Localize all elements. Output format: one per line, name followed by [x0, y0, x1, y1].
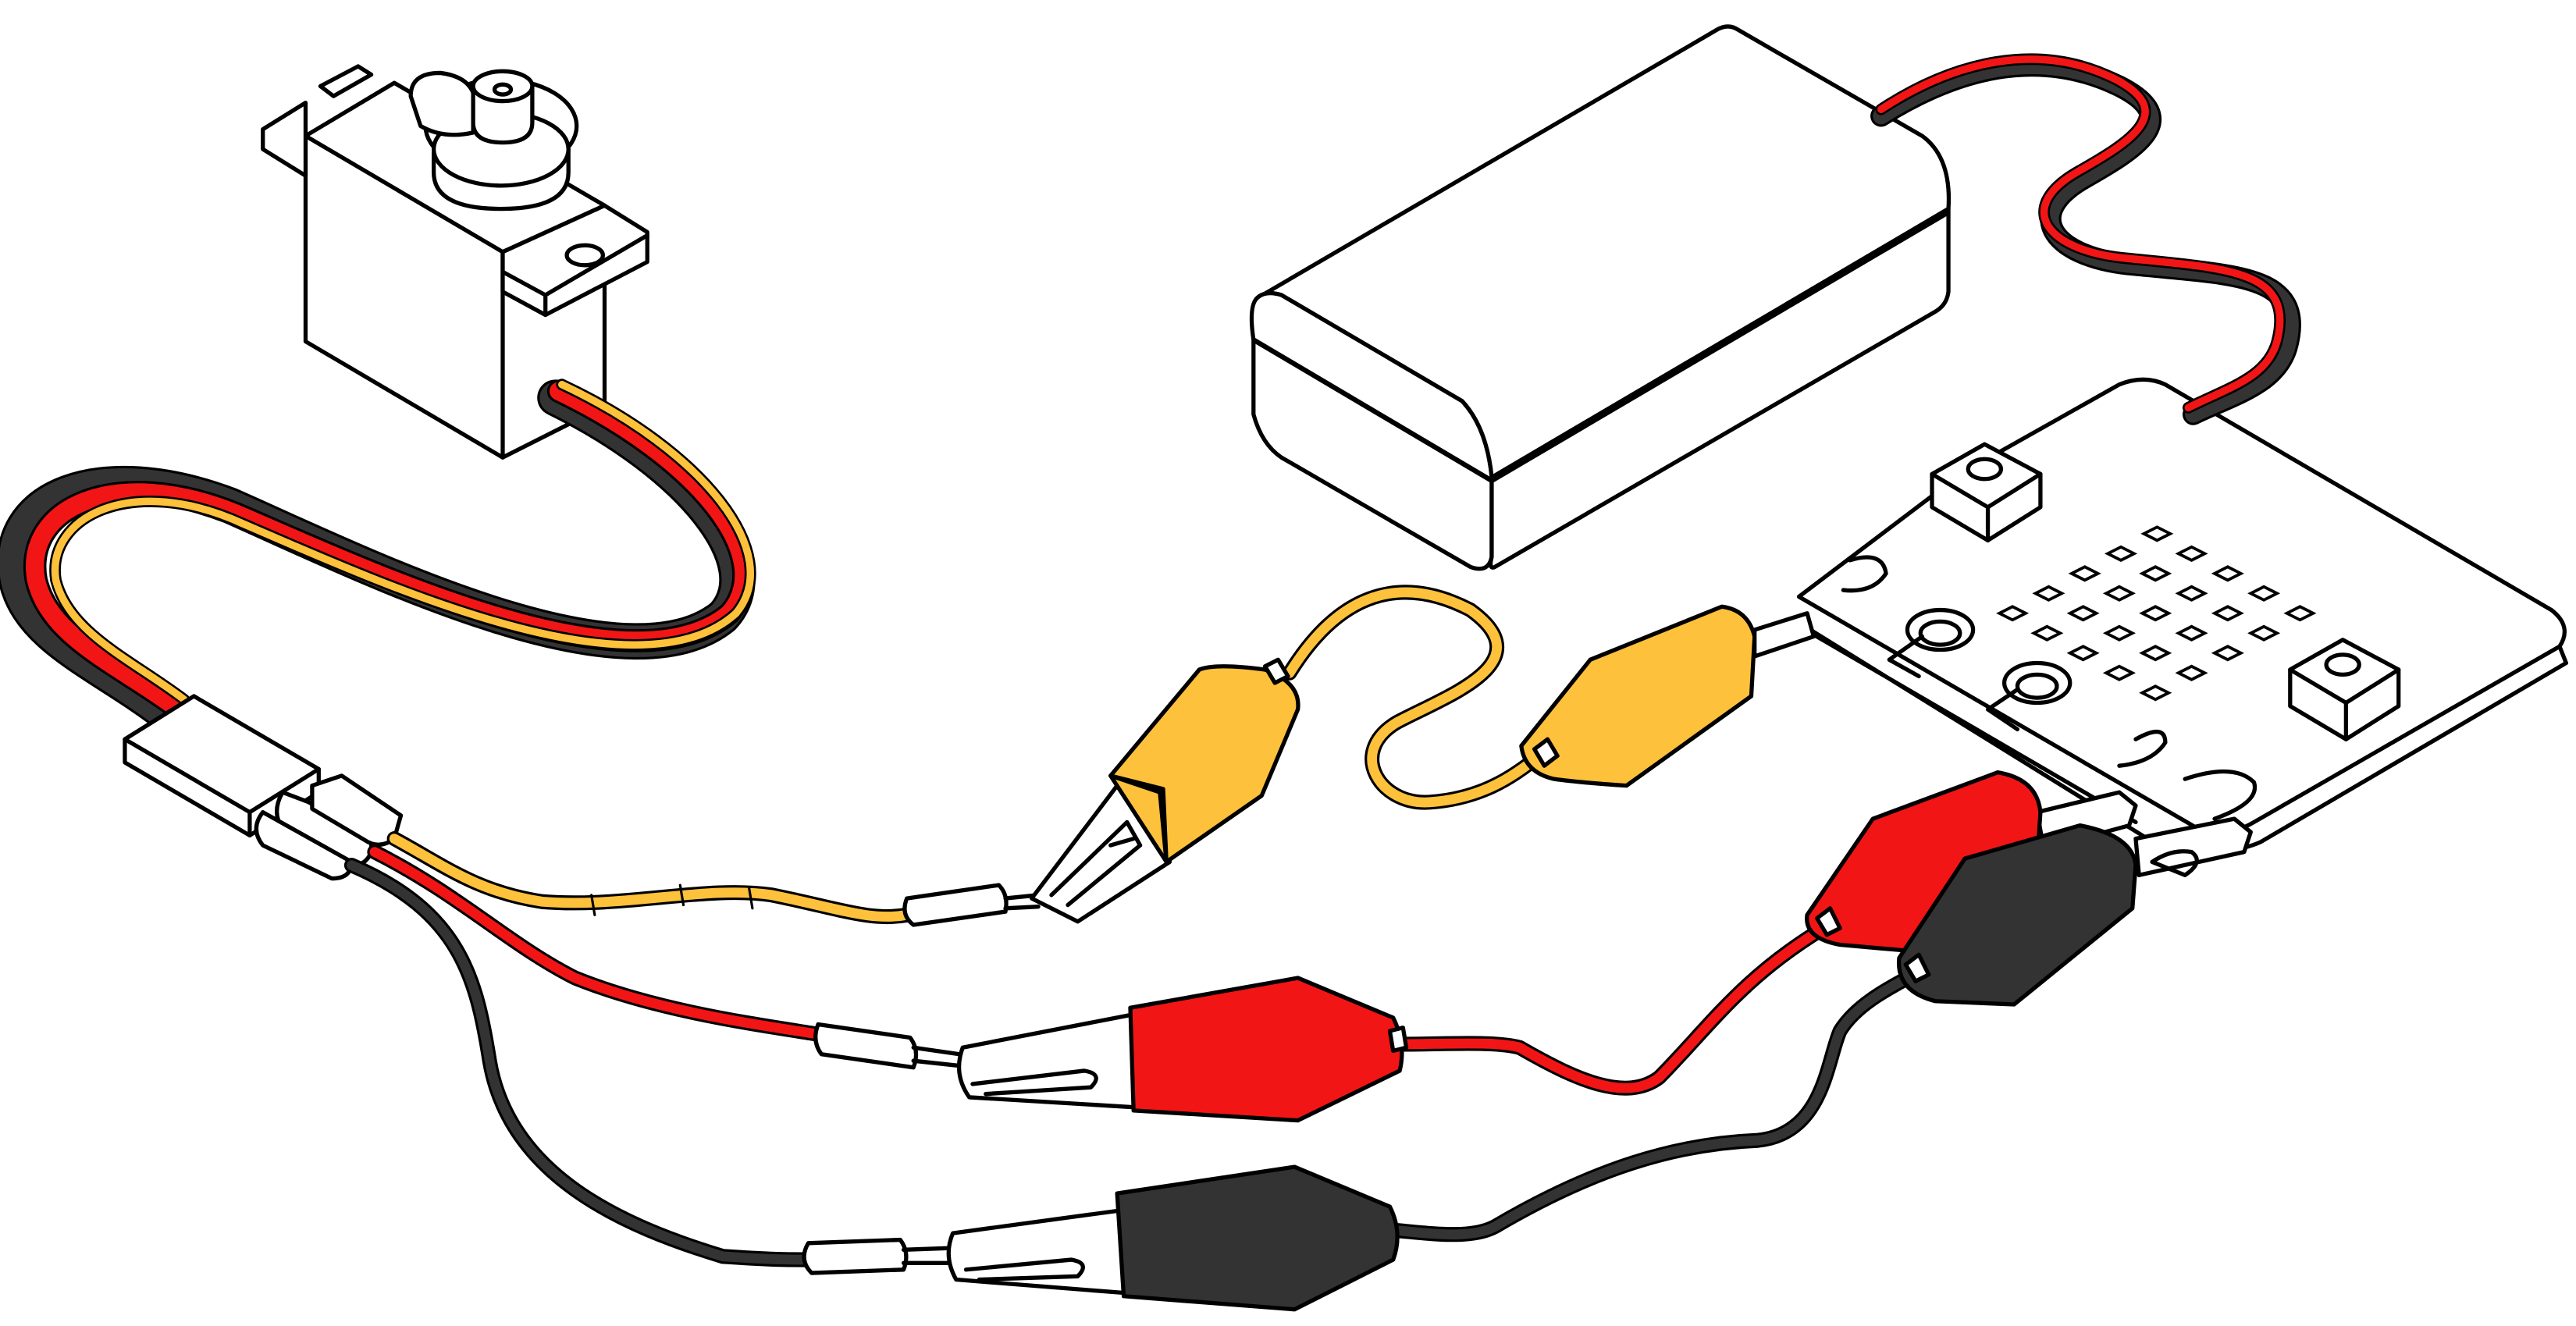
servo-cable: [15, 385, 751, 713]
red-clip-a[interactable]: [959, 978, 1407, 1121]
yellow-clip-b[interactable]: [1521, 606, 1814, 785]
battery-pack: [1251, 27, 1948, 569]
yellow-clip-a[interactable]: [1032, 659, 1298, 922]
servo-connector: [125, 696, 401, 879]
black-clip-a[interactable]: [948, 1167, 1397, 1310]
servo-horn: [411, 71, 577, 208]
ferrule-ground: [804, 1240, 949, 1273]
microcontroller-board: [1755, 379, 2567, 862]
ferrule-signal: [905, 885, 1038, 925]
ferrule-power: [816, 1024, 959, 1067]
